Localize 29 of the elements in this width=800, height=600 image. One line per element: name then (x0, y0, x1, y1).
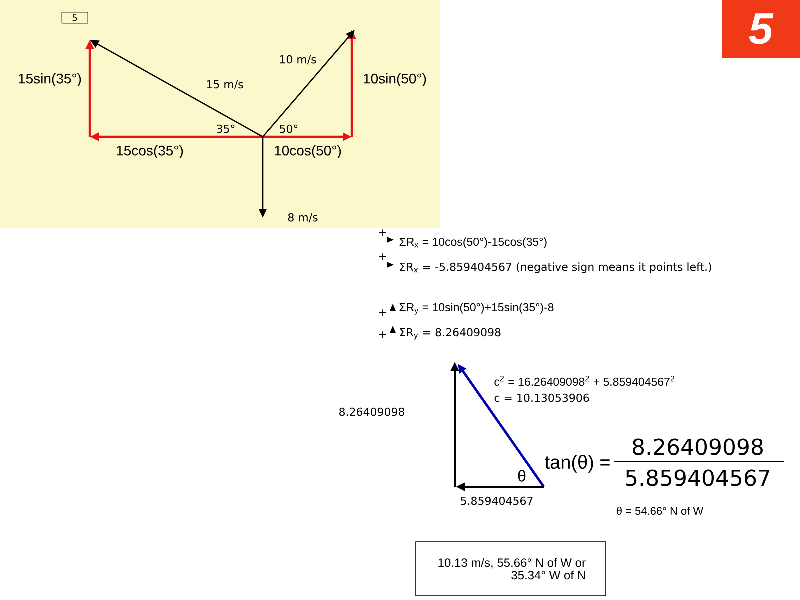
plus-sign: + (380, 254, 386, 260)
component-label: 10sin(50°) (364, 73, 426, 87)
equation: tan(θ) = (545, 455, 610, 473)
angle-label: θ (518, 470, 526, 482)
plus-sign: + (380, 310, 386, 316)
side-label: 5.859404567 (461, 496, 533, 506)
angle-label: 50° (280, 124, 298, 134)
denominator: 5.859404567 (626, 470, 770, 486)
vector-label: 10 m/s (280, 55, 316, 65)
answer-box: 10.13 m/s, 55.66° N of W or 35.34° W of N (416, 542, 606, 596)
component-label: 15cos(35°) (117, 145, 184, 159)
equation: c = 10.13053906 (494, 394, 590, 402)
angle-label: 35° (217, 124, 235, 134)
equation: c$^{2}$ = 16.26409098$^{2}$ + 5.859404567$^{2}$ (494, 376, 674, 386)
side-label: 8.26409098 (340, 408, 404, 416)
vector-label: 8 m/s (288, 213, 318, 223)
equation: ΣR$_{x}$ = -5.859404567 (negative sign means it points left.) (400, 262, 712, 274)
vector-label: 15 m/s (207, 80, 244, 90)
component-label: 15sin(35°) (19, 73, 82, 87)
numerator: 8.26409098 (633, 438, 763, 456)
plus-sign: + (380, 230, 386, 236)
plus-sign: + (380, 332, 386, 338)
slide-number-badge: 5 (722, 0, 800, 58)
result-label: θ = 54.66° N of W (616, 506, 704, 516)
number-box: 5 (62, 12, 88, 24)
equation: ΣR$_{y}$ = 10sin(50°)+15sin(35°)-8 (400, 303, 554, 315)
equation: ΣR$_{x}$ = 10cos(50°)-15cos(35°) (400, 238, 547, 248)
equation: ΣR$_{y}$ = 8.26409098 (400, 328, 501, 340)
component-label: 10cos(50°) (275, 145, 342, 159)
